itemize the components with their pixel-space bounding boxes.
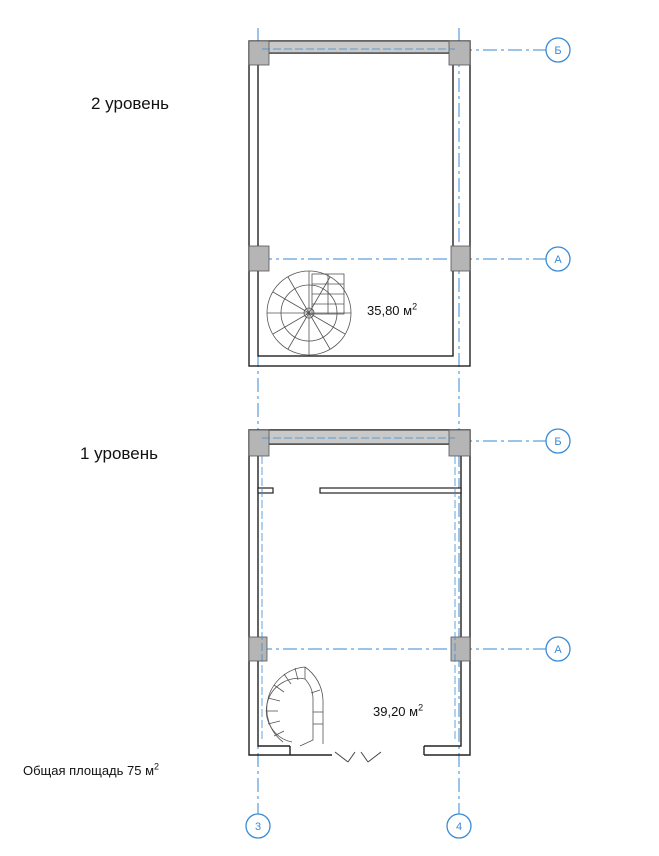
axis-bubbles <box>245 37 571 839</box>
total-area-label: Общая площадь 75 м2 <box>23 761 160 778</box>
column-b3-level2 <box>248 40 270 66</box>
axis-bubble-b-level2 <box>545 37 571 63</box>
level1-area-sup: 2 <box>418 702 424 713</box>
level1-top-wall <box>248 429 471 445</box>
axis-label-b-level1: Б <box>554 436 561 448</box>
column-a4-level1 <box>450 636 471 662</box>
axis-label-a-level1: А <box>554 644 562 656</box>
level2-label: 2 уровень <box>91 94 169 113</box>
axis-label-a-level2: А <box>554 254 562 266</box>
level2-plan <box>248 40 471 367</box>
total-area-text: Общая площадь 75 м <box>23 763 155 778</box>
column-b4-level2 <box>448 40 471 66</box>
level2-top-wall <box>248 40 471 54</box>
level2-columns <box>248 40 471 272</box>
axis-bubble-a-level1 <box>545 636 571 662</box>
level1-entrance-door <box>334 751 382 763</box>
column-b3-level1 <box>248 429 270 457</box>
axis-label-4: 4 <box>456 821 462 833</box>
level1-area-value: 39,20 м <box>373 704 419 719</box>
axis-bubble-3 <box>245 813 271 839</box>
axis-lines-vertical <box>257 28 460 814</box>
level1-columns <box>248 429 471 662</box>
axis-lines-horizontal <box>258 49 546 650</box>
level2-walls <box>248 40 471 367</box>
level1-plan <box>248 429 471 763</box>
level1-walls <box>248 429 471 756</box>
column-a4-level2 <box>450 245 471 272</box>
axis-label-3: 3 <box>255 821 261 833</box>
level2-area-value: 35,80 м <box>367 303 413 318</box>
level1-partition <box>257 487 462 494</box>
axis-bubble-b-level1 <box>545 428 571 454</box>
level2-area: 35,80 м2 <box>367 301 418 318</box>
column-a3-level2 <box>248 245 270 272</box>
level2-spiral-stair <box>266 270 352 356</box>
level2-area-sup: 2 <box>412 301 418 312</box>
total-area-sup: 2 <box>154 761 160 772</box>
axis-bubble-4 <box>446 813 472 839</box>
axis-label-b-level2: Б <box>554 45 561 57</box>
level1-area: 39,20 м2 <box>373 702 424 719</box>
level1-spiral-stair <box>265 666 324 747</box>
column-a3-level1 <box>248 636 268 662</box>
axis-bubble-a-level2 <box>545 246 571 272</box>
level1-label: 1 уровень <box>80 444 158 463</box>
column-b4-level1 <box>448 429 471 457</box>
